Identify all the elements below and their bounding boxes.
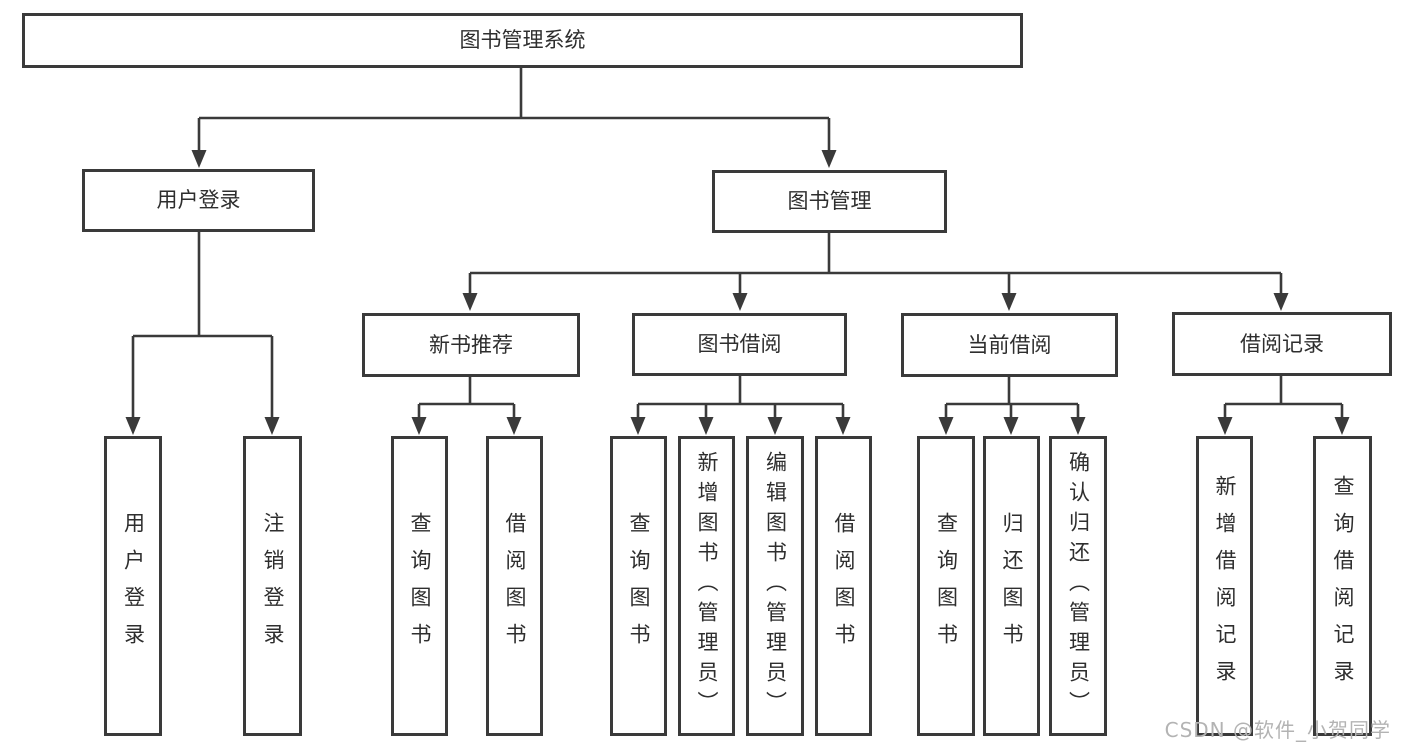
node-label: 图书管理 (787, 189, 872, 213)
node-label: 确认归还（管理员） (1066, 451, 1091, 721)
node-label: 借阅图书 (503, 512, 527, 660)
leaf-add-books-admin: 新增图书（管理员） (678, 436, 735, 736)
node-label: 新增借阅记录 (1213, 475, 1237, 697)
node-label: 当前借阅 (967, 332, 1052, 357)
node-label: 用户登录 (121, 512, 146, 660)
leaf-borrow-books-borrowing: 借阅图书 (815, 436, 872, 736)
node-book-borrowing: 图书借阅 (632, 313, 847, 376)
leaf-edit-books-admin: 编辑图书（管理员） (746, 436, 804, 736)
leaf-return-books: 归还图书 (983, 436, 1040, 736)
node-new-book-recommendation: 新书推荐 (362, 313, 580, 377)
csdn-watermark: CSDN @软件_小贺同学 (1164, 718, 1391, 742)
node-library-management-system: 图书管理系统 (22, 13, 1023, 68)
node-label: 借阅记录 (1240, 331, 1324, 356)
node-current-borrowing: 当前借阅 (901, 313, 1118, 377)
leaf-query-books-recommend: 查询图书 (391, 436, 448, 736)
node-user-login: 用户登录 (82, 169, 315, 232)
leaf-query-borrow-record: 查询借阅记录 (1313, 436, 1372, 736)
node-label: 查询图书 (627, 512, 651, 660)
node-label: 查询图书 (934, 512, 959, 660)
leaf-borrow-books-recommend: 借阅图书 (486, 436, 543, 736)
node-label: 编辑图书（管理员） (763, 451, 788, 721)
node-borrowing-records: 借阅记录 (1172, 312, 1392, 376)
node-label: 图书管理系统 (459, 28, 586, 52)
node-label: 新书推荐 (429, 332, 513, 357)
node-book-management: 图书管理 (712, 170, 947, 233)
node-label: 归还图书 (1000, 512, 1024, 660)
node-label: 图书借阅 (697, 332, 782, 356)
node-label: 查询图书 (408, 512, 432, 660)
node-label: 借阅图书 (832, 512, 856, 660)
node-label: 用户登录 (156, 188, 241, 212)
leaf-add-borrow-record: 新增借阅记录 (1196, 436, 1253, 736)
leaf-query-books-current: 查询图书 (917, 436, 975, 736)
node-label: 查询借阅记录 (1331, 475, 1355, 697)
leaf-confirm-return-admin: 确认归还（管理员） (1049, 436, 1107, 736)
node-label: 注销登录 (261, 512, 285, 660)
leaf-query-books-borrowing: 查询图书 (610, 436, 667, 736)
leaf-logout-login: 注销登录 (243, 436, 302, 736)
node-label: 新增图书（管理员） (695, 451, 719, 721)
leaf-user-login: 用户登录 (104, 436, 162, 736)
